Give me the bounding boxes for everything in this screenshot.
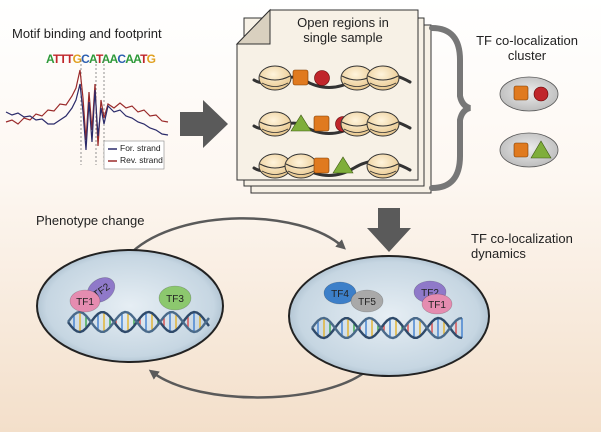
- square-tf-icon: [513, 85, 529, 101]
- cluster-oval-2-body: [499, 132, 559, 168]
- square-tf-icon: [513, 142, 529, 158]
- helix-backbone: [67, 310, 210, 334]
- tf1-left-blob: TF1: [69, 289, 101, 313]
- phenotype-title: Phenotype change: [36, 213, 145, 228]
- triangle-tf-icon: [530, 140, 552, 159]
- reverse-strand-trace: [5, 69, 169, 147]
- triangle-tf-icon: [290, 114, 312, 132]
- arrow-to-open-regions: [180, 100, 228, 148]
- cluster-title-line1: TF co-localization: [476, 33, 578, 48]
- cluster-title: TF co-localization cluster: [467, 33, 587, 63]
- open-regions-title-line1: Open regions in: [297, 15, 389, 30]
- helix-backbone: [311, 316, 463, 340]
- motif-letter: A: [102, 52, 111, 66]
- circle-tf-icon: [314, 70, 330, 86]
- strand-legend-box: [103, 140, 165, 170]
- tf3-left-blob: TF3: [158, 285, 192, 311]
- tf5-right-blob-label: TF5: [358, 297, 376, 308]
- square-tf-icon: [313, 115, 330, 132]
- return-arrow: [148, 367, 371, 399]
- square-tf-icon: [292, 69, 309, 86]
- nucleosome-icon: [340, 65, 374, 91]
- tf4-right-blob-label: TF4: [331, 289, 349, 300]
- nucleosome-icon: [366, 65, 400, 91]
- motif-letter: A: [46, 52, 55, 66]
- arrow-to-dynamics: [367, 208, 411, 252]
- motif-letter: G: [73, 52, 82, 66]
- forward-strand-trace: [5, 83, 169, 151]
- square-tf-icon: [313, 157, 330, 174]
- cluster-oval-2: [499, 132, 559, 168]
- motif-logo: ATTTGCATAACAATG: [46, 52, 156, 66]
- motif-letter: T: [60, 52, 68, 66]
- cluster-oval-1: [499, 76, 559, 112]
- cluster-bracket: [429, 25, 471, 191]
- phenotype-change-arrow: [131, 217, 346, 253]
- dynamics-title-line1: TF co-localization: [471, 231, 573, 246]
- nucleosome-icon: [366, 153, 400, 179]
- dna-helix-left: [67, 310, 210, 334]
- tf3-left-blob-shape: [158, 285, 192, 311]
- tf1-left-blob-label: TF1: [76, 297, 94, 308]
- dna-helix-right: [311, 316, 463, 340]
- motif-letter: C: [81, 52, 90, 66]
- tf1-right-blob-shape: [421, 293, 453, 315]
- sheet-fold: [235, 8, 271, 45]
- tf3-left-blob-label: TF3: [166, 294, 184, 305]
- motif-letter: T: [66, 52, 74, 66]
- open-regions-title-line2: single sample: [303, 30, 383, 45]
- chromatin-row: [252, 111, 412, 137]
- open-regions-title: Open regions in single sample: [284, 15, 402, 45]
- nucleosome-icon: [258, 65, 292, 91]
- tf2-right-blob-label: TF2: [421, 288, 439, 299]
- motif-letter: C: [117, 52, 126, 66]
- motif-letter: T: [96, 52, 104, 66]
- tf1-left-blob-shape: [69, 289, 101, 313]
- circle-tf-icon: [533, 86, 549, 102]
- motif-footprint-panel: ATTTGCATAACAATG: [5, 52, 169, 170]
- tf1-right-blob-label: TF1: [428, 300, 446, 311]
- motif-letter: A: [110, 52, 119, 66]
- motif-panel-title: Motif binding and footprint: [12, 26, 162, 41]
- tf5-right-blob-shape: [350, 289, 384, 313]
- cluster-title-line2: cluster: [507, 48, 547, 63]
- nucleosome-icon: [366, 111, 400, 137]
- legend-label-reverse: Rev. strand: [120, 155, 163, 165]
- motif-letter: G: [147, 52, 156, 66]
- cell-right-body: [288, 255, 490, 377]
- cell-left: [36, 249, 224, 363]
- triangle-tf-icon: [332, 156, 354, 174]
- legend-label-forward: For. strand: [120, 143, 161, 153]
- tf1-right-blob: TF1: [421, 293, 453, 315]
- chromatin-rows: [252, 65, 412, 179]
- tf5-right-blob: TF5: [350, 289, 384, 313]
- motif-letter: T: [53, 52, 61, 66]
- chromatin-row: [252, 65, 412, 91]
- motif-letter: A: [125, 52, 134, 66]
- cell-left-body: [36, 249, 224, 363]
- chromatin-row: [252, 153, 412, 179]
- tf4-right-blob-shape: [323, 281, 357, 305]
- dynamics-title-line2: dynamics: [471, 246, 526, 261]
- nucleosome-icon: [284, 153, 318, 179]
- cluster-oval-1-body: [499, 76, 559, 112]
- motif-letter: A: [89, 52, 98, 66]
- motif-letter: A: [133, 52, 142, 66]
- nucleosome-icon: [258, 111, 292, 137]
- tf4-right-blob: TF4: [323, 281, 357, 305]
- dynamics-title: TF co-localization dynamics: [471, 231, 573, 261]
- helix-backbone: [311, 316, 463, 340]
- motif-letter: T: [140, 52, 148, 66]
- cell-right: [288, 255, 490, 377]
